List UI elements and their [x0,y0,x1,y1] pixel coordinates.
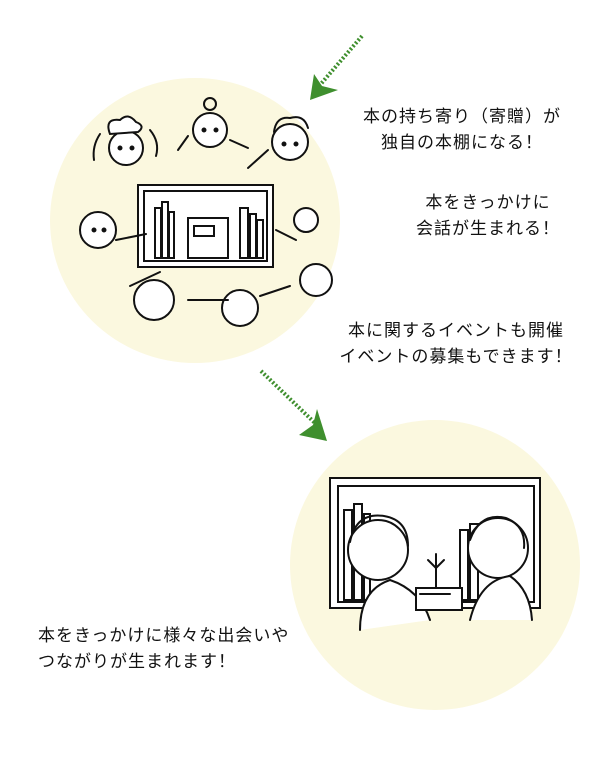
caption-book-donation-line1: 本の持ち寄り（寄贈）が [363,107,561,127]
bookshelf-people-illustration [79,97,333,327]
caption-events-line1: 本に関するイベントも開催 [348,321,564,341]
caption-encounters-line1: 本をきっかけに様々な出会いや [38,626,290,646]
caption-book-donation: 本の持ち寄り（寄贈）が 独自の本棚になる！ [332,104,592,156]
caption-conversation: 本をきっかけに 会話が生まれる！ [388,190,588,242]
caption-conversation-line1: 本をきっかけに [425,193,551,213]
caption-encounters-line2: つながりが生まれます！ [38,652,236,672]
caption-encounters: 本をきっかけに様々な出会いや つながりが生まれます！ [38,623,328,675]
caption-conversation-line2: 会話が生まれる！ [416,219,560,239]
green-arrow-middle-icon [259,369,327,441]
caption-events: 本に関するイベントも開催 イベントの募集もできます！ [320,318,592,370]
caption-book-donation-line2: 独自の本棚になる！ [381,133,543,153]
children-book-exchange-illustration [329,477,541,631]
green-arrow-top-icon [310,34,364,100]
caption-events-line2: イベントの募集もできます！ [339,347,573,367]
